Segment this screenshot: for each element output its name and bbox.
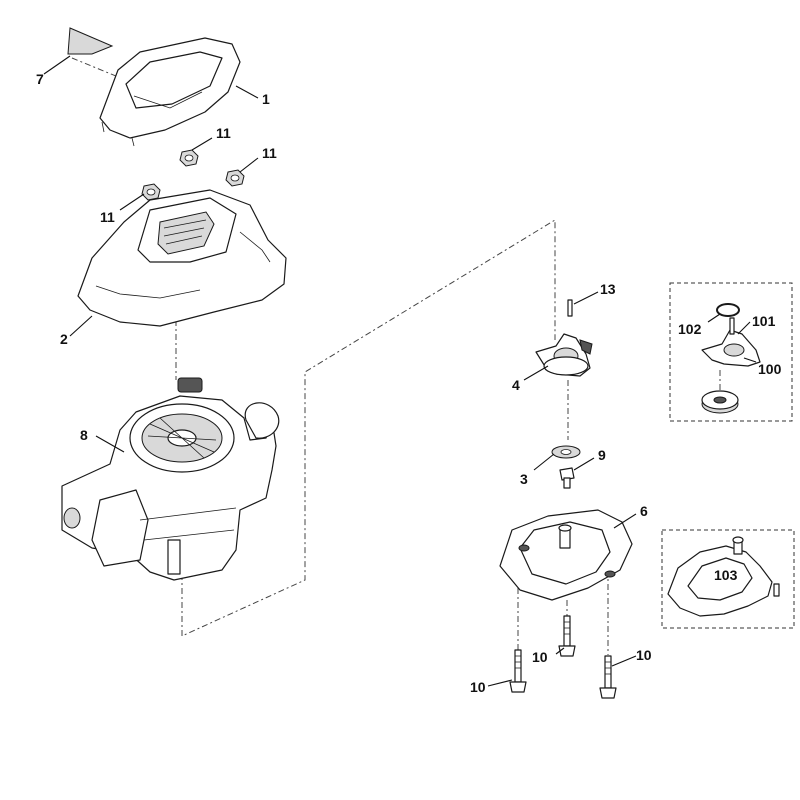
- part-2-engine-shroud[interactable]: [77, 189, 287, 327]
- part-100-pulley[interactable]: [701, 370, 739, 414]
- part-101-adapter[interactable]: [701, 317, 761, 367]
- label-part-13[interactable]: 13: [600, 281, 616, 297]
- part-3-washer[interactable]: [551, 445, 581, 459]
- part-8-engine[interactable]: [61, 377, 280, 581]
- detail-box-plate-kit: [661, 529, 795, 629]
- label-part-3[interactable]: 3: [520, 471, 528, 487]
- label-part-101[interactable]: 101: [752, 313, 776, 329]
- label-part-10-b[interactable]: 10: [532, 649, 548, 665]
- label-part-100[interactable]: 100: [758, 361, 782, 377]
- label-part-2[interactable]: 2: [60, 331, 68, 347]
- part-11-nut-b[interactable]: [225, 169, 245, 187]
- part-7-cap[interactable]: [67, 27, 114, 55]
- part-103-plate[interactable]: [667, 536, 780, 617]
- part-10-bolt-right[interactable]: [599, 655, 617, 699]
- label-part-1[interactable]: 1: [262, 91, 270, 107]
- detail-box-adapter-kit: [669, 282, 793, 422]
- label-part-11-a[interactable]: 11: [216, 125, 231, 141]
- label-part-4[interactable]: 4: [512, 377, 520, 393]
- part-11-nut-a[interactable]: [179, 149, 199, 167]
- label-part-8[interactable]: 8: [80, 427, 88, 443]
- part-11-nut-c[interactable]: [141, 183, 161, 201]
- part-labels: 7 1 11 11 11 2 8 13 4 3 9 6 10 10 10 102…: [36, 71, 782, 695]
- part-10-bolt-left[interactable]: [509, 649, 527, 693]
- label-part-7[interactable]: 7: [36, 71, 44, 87]
- part-6-blade-plate[interactable]: [499, 509, 633, 601]
- label-part-9[interactable]: 9: [598, 447, 606, 463]
- part-13-pin[interactable]: [567, 299, 573, 317]
- label-part-102[interactable]: 102: [678, 321, 702, 337]
- label-part-103[interactable]: 103: [714, 567, 738, 583]
- part-1-top-cover[interactable]: [99, 37, 241, 147]
- label-part-10-a[interactable]: 10: [470, 679, 486, 695]
- leader-lines: [43, 55, 757, 687]
- label-part-10-c[interactable]: 10: [636, 647, 652, 663]
- label-part-11-b[interactable]: 11: [262, 145, 277, 161]
- part-102-ring[interactable]: [716, 303, 740, 317]
- part-4-blade-adapter[interactable]: [535, 333, 593, 377]
- label-part-6[interactable]: 6: [640, 503, 648, 519]
- part-9-bolt[interactable]: [559, 467, 575, 489]
- label-part-11-c[interactable]: 11: [100, 209, 115, 225]
